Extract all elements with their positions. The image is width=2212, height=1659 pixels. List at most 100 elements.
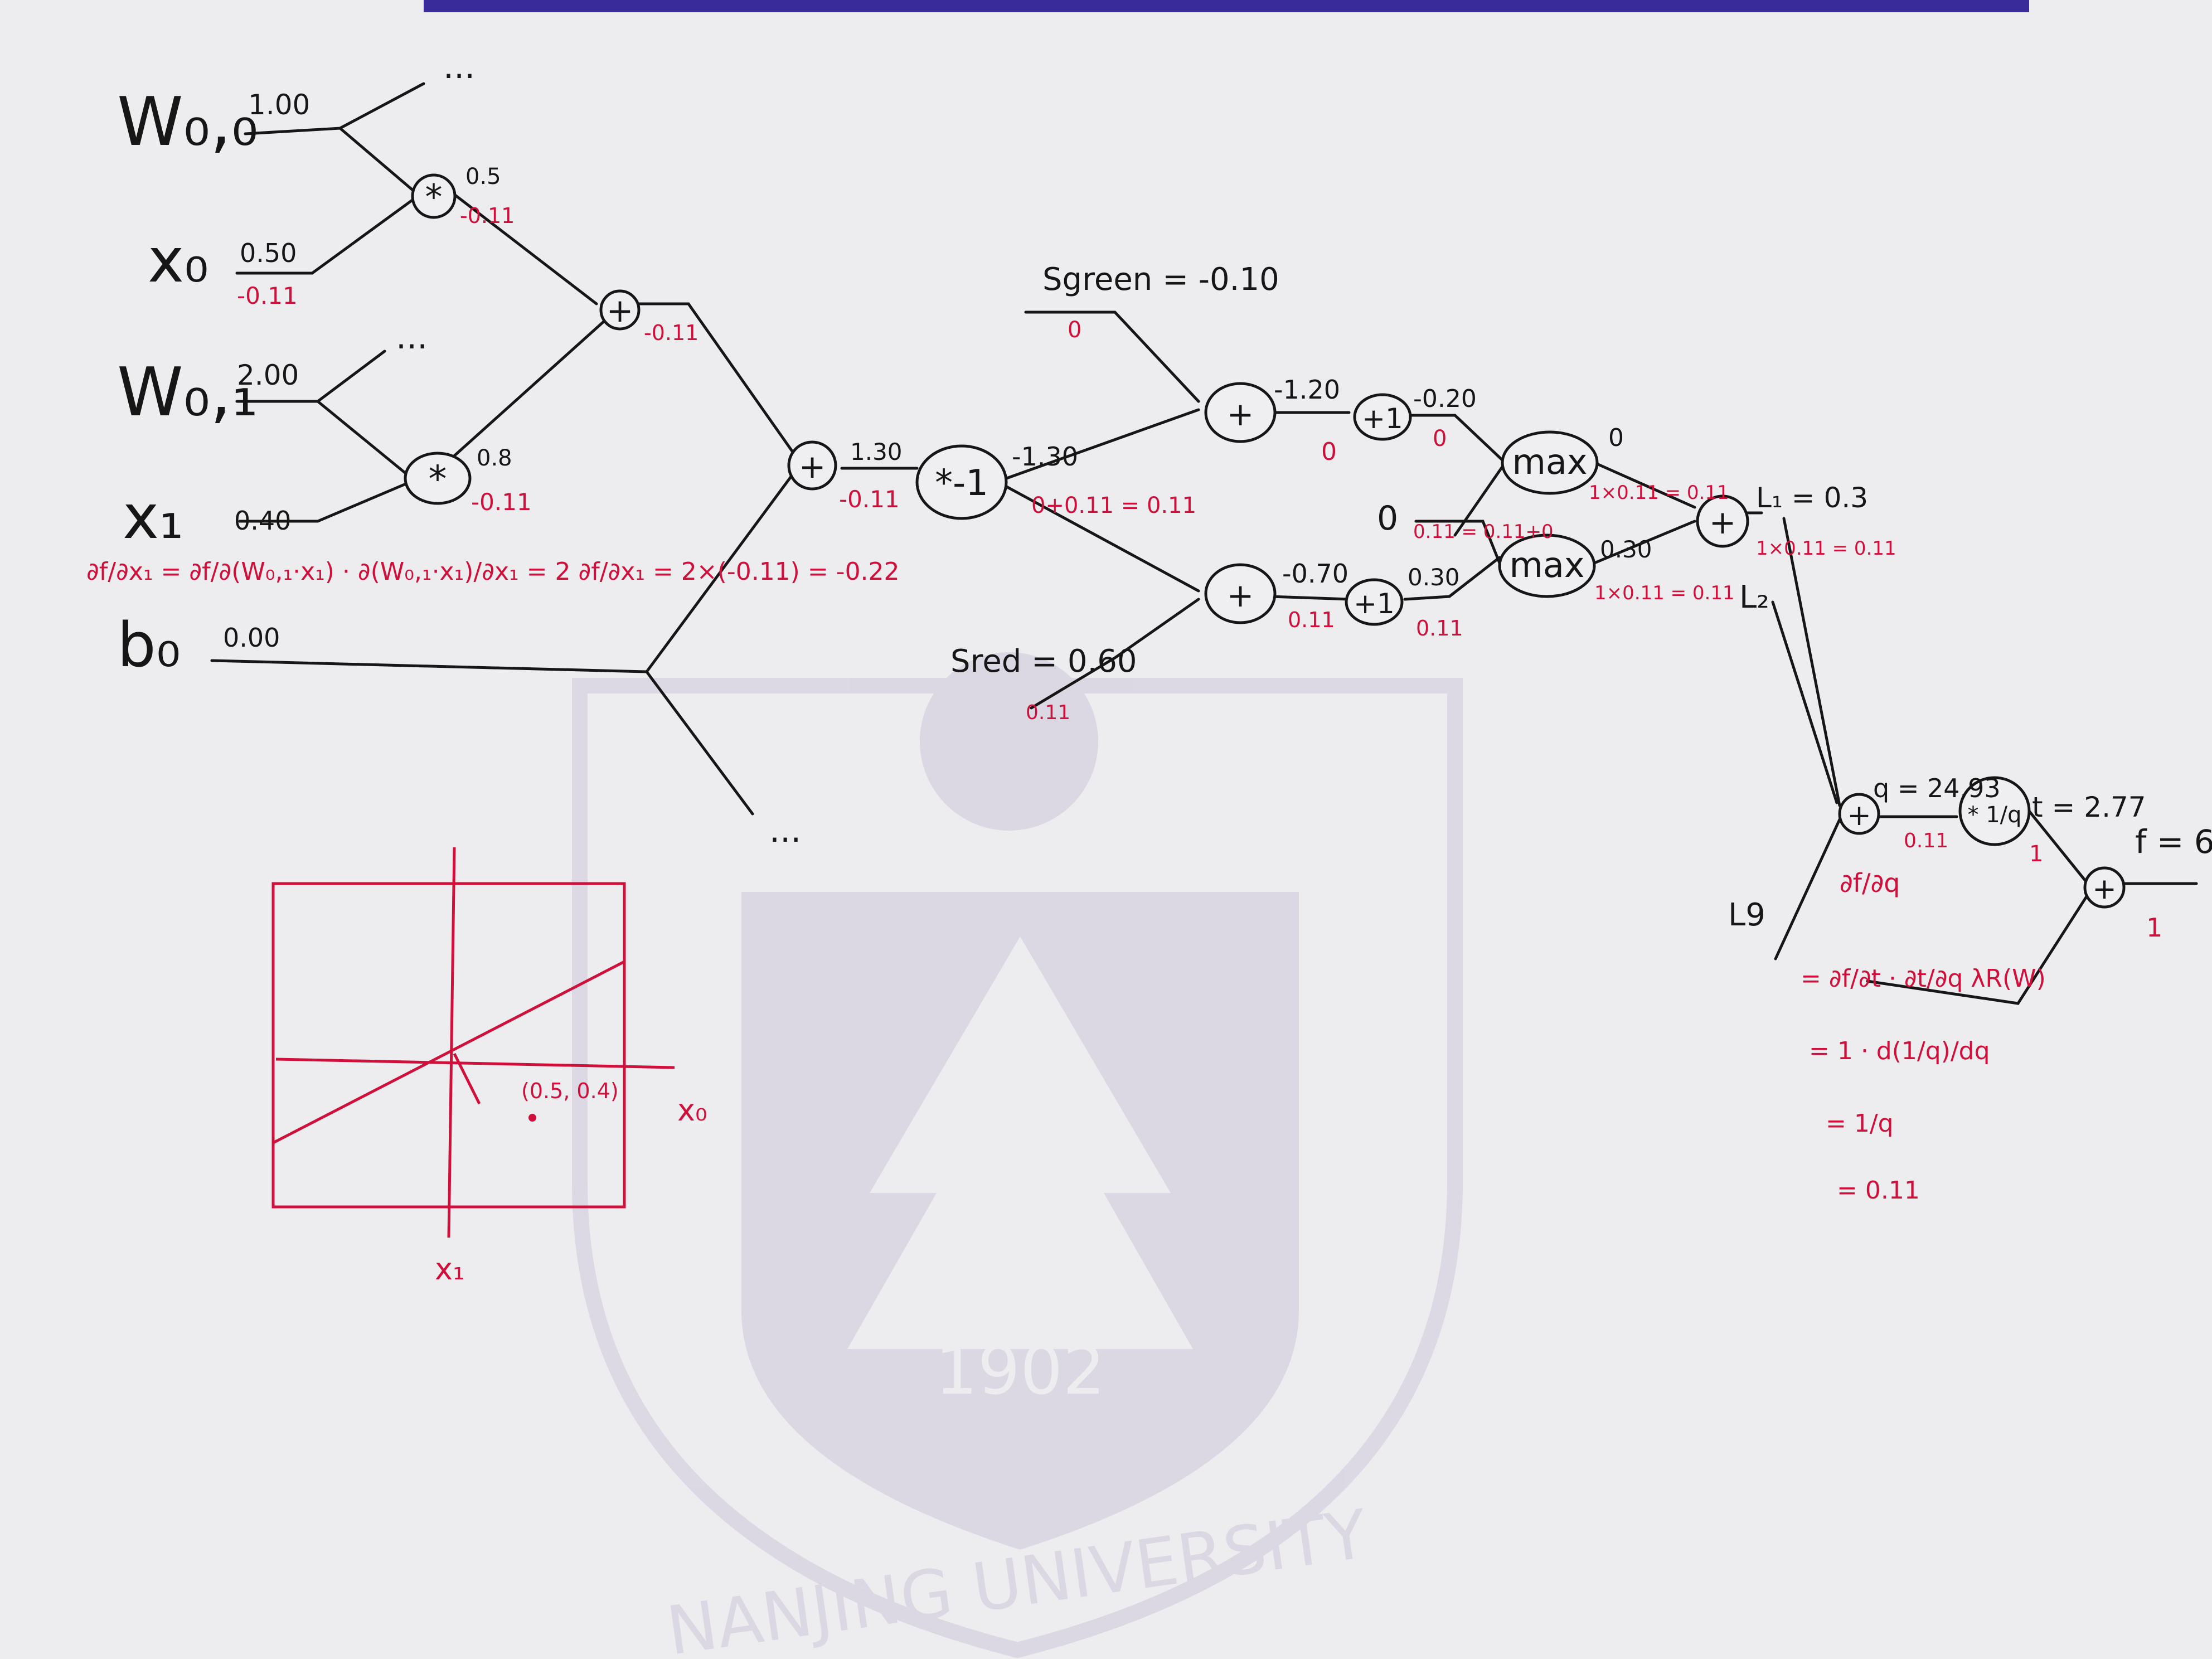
plot-line xyxy=(272,960,625,1144)
mul-node-1-label: * xyxy=(425,177,443,217)
mul-node-1: * xyxy=(411,173,457,219)
var-w01: W₀,₁ xyxy=(117,354,258,431)
plot-vertical-axis xyxy=(447,847,456,1238)
dots-top: ... xyxy=(443,47,475,86)
add-node-final: + xyxy=(2083,866,2126,909)
max-node-2-label: max xyxy=(1509,545,1584,585)
fwd-x0: 0.50 xyxy=(240,238,297,268)
fwd-max1: 0 xyxy=(1608,424,1624,452)
fwd-w00: 1.00 xyxy=(248,89,310,121)
fwd-x1: 0.40 xyxy=(234,506,291,536)
dfdq-derivation: ∂f/∂q = ∂f/∂t · ∂t/∂q λR(W) = 1 · d(1/q)… xyxy=(1801,868,2046,1205)
var-x0: x₀ xyxy=(148,225,208,296)
fwd-max2: 0.30 xyxy=(1600,536,1652,563)
watermark-year: 1902 xyxy=(935,1332,1105,1410)
grad-L1: 1×0.11 = 0.11 xyxy=(1756,537,1896,560)
grad-add-green: 0 xyxy=(1321,438,1337,466)
dfdq-line4: = 0.11 xyxy=(1837,1176,1920,1205)
grad-q: 0.11 xyxy=(1904,830,1948,852)
fwd-plus1-green: -0.20 xyxy=(1413,385,1477,413)
fwd-add-green: -1.20 xyxy=(1274,375,1340,405)
grad-add-red: 0.11 xyxy=(1288,608,1335,632)
add-node-loss: + xyxy=(1696,494,1749,548)
plot-y-axis-label: x₁ xyxy=(435,1251,465,1287)
grad-add2: -0.11 xyxy=(839,486,900,513)
fwd-w01: 2.00 xyxy=(237,359,299,391)
dfdq-line1: = ∂f/∂t · ∂t/∂q λR(W) xyxy=(1801,964,2046,993)
graph-edges xyxy=(210,82,2198,1005)
add-node-2: + xyxy=(787,440,837,491)
university-watermark: 1902 NANJING UNIVERSITY xyxy=(572,652,1463,1659)
dfdq-line3: = 1/q xyxy=(1826,1109,1894,1138)
var-sgreen: Sgreen = -0.10 xyxy=(1042,261,1279,298)
plot-point xyxy=(528,1114,536,1122)
grad-f: 1 xyxy=(2146,913,2162,943)
add-node-1: + xyxy=(599,289,641,331)
add-node-green: + xyxy=(1204,382,1277,443)
add-node-loss-label: + xyxy=(1709,503,1736,541)
mul-node-2: * xyxy=(404,452,472,505)
fwd-add-red: -0.70 xyxy=(1282,559,1348,589)
plot-x-axis-label: x₀ xyxy=(677,1093,707,1128)
plot-arrow xyxy=(453,1052,481,1105)
grad-x0: -0.11 xyxy=(237,282,298,309)
inv-node: * 1/q xyxy=(1958,776,2031,846)
grad-sred: 0.11 xyxy=(1026,701,1070,724)
plus1-node-green-label: +1 xyxy=(1362,402,1403,435)
grad-t: 1 xyxy=(2029,841,2043,867)
grad-add1: -0.11 xyxy=(644,321,698,345)
var-sred: Sred = 0.60 xyxy=(950,643,1137,680)
plus1-node-green: +1 xyxy=(1353,393,1412,441)
plus1-node-red: +1 xyxy=(1345,578,1404,626)
var-w00: W₀,₀ xyxy=(117,84,258,161)
ribbon xyxy=(424,0,2029,12)
var-zero-input: 0 xyxy=(1377,499,1398,538)
max-node-1-label: max xyxy=(1512,442,1587,482)
var-f: f = 6.2 xyxy=(2135,823,2212,861)
fwd-neg: -1.30 xyxy=(1012,442,1078,472)
plot-point-label: (0.5, 0.4) xyxy=(521,1079,619,1103)
add-node-red: + xyxy=(1204,563,1277,624)
grad-neg: 0+0.11 = 0.11 xyxy=(1031,493,1196,518)
var-b0: b₀ xyxy=(117,609,181,681)
add-node-sum: + xyxy=(1838,793,1880,835)
add-node-sum-label: + xyxy=(1847,799,1871,832)
dots-mid: ... xyxy=(396,318,428,357)
grad-max2: 1×0.11 = 0.11 xyxy=(1594,582,1735,604)
mul-node-2-label: * xyxy=(429,458,447,501)
decision-plot: (0.5, 0.4) x₀ x₁ xyxy=(271,847,707,1287)
var-t: t = 2.77 xyxy=(2032,791,2146,823)
fwd-add2: 1.30 xyxy=(850,438,903,465)
var-L9: L9 xyxy=(1728,897,1765,933)
chain-rule-x1: ∂f/∂x₁ = ∂f/∂(W₀,₁·x₁) · ∂(W₀,₁·x₁)/∂x₁ … xyxy=(86,557,900,586)
grad-zero-in: 0.11 = 0.11+0 xyxy=(1413,521,1554,543)
var-q: q = 24.93 xyxy=(1873,773,2001,803)
dfdq-line2: = 1 · d(1/q)/dq xyxy=(1809,1037,1990,1065)
dots-bottom: ... xyxy=(769,811,801,850)
add-node-2-label: + xyxy=(799,448,826,486)
grad-plus1-green: 0 xyxy=(1433,426,1447,452)
grad-mul2: -0.11 xyxy=(471,488,532,516)
fwd-mul2: 0.8 xyxy=(477,445,512,471)
add-node-red-label: + xyxy=(1227,576,1254,614)
inv-node-label: * 1/q xyxy=(1967,802,2021,828)
plus1-node-red-label: +1 xyxy=(1354,588,1395,620)
add-node-green-label: + xyxy=(1227,395,1254,433)
var-L1: L₁ = 0.3 xyxy=(1756,482,1868,514)
dfdq-head: ∂f/∂q xyxy=(1840,868,1900,898)
fwd-plus1-red: 0.30 xyxy=(1408,564,1460,591)
plot-horizontal-axis xyxy=(275,1058,675,1069)
grad-mul1: -0.11 xyxy=(460,203,515,228)
fwd-mul1: 0.5 xyxy=(465,164,501,190)
neg-node: *-1 xyxy=(915,444,1008,520)
neg-node-label: *-1 xyxy=(935,463,988,504)
grad-max1: 1×0.11 = 0.11 xyxy=(1589,482,1729,504)
var-x1: x₁ xyxy=(123,481,183,552)
max-node-2: max xyxy=(1498,533,1596,598)
var-L2: L₂ xyxy=(1739,579,1769,615)
add-node-1-label: + xyxy=(607,292,634,329)
max-node-1: max xyxy=(1501,430,1599,495)
grad-sgreen: 0 xyxy=(1068,317,1081,343)
add-node-final-label: + xyxy=(2092,872,2117,906)
